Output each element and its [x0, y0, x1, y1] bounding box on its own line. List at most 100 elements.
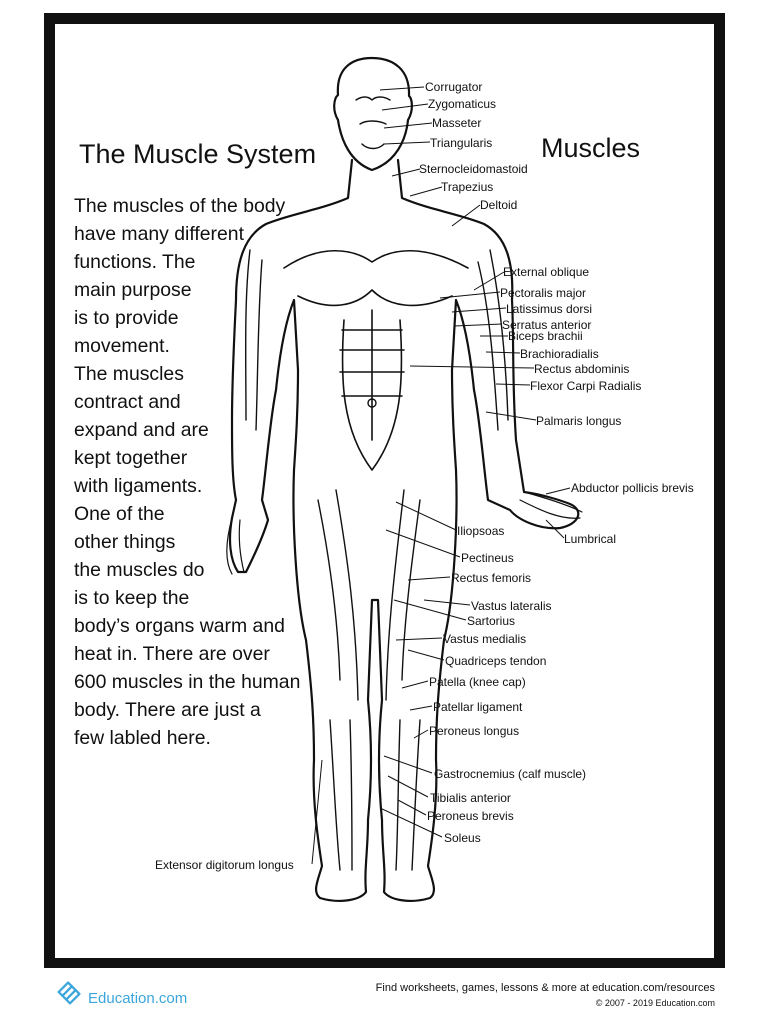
label-lumbrical: Lumbrical — [564, 532, 617, 546]
pectoral-lines — [283, 249, 469, 307]
leader-line — [409, 186, 443, 197]
label-corrugator: Corrugator — [425, 80, 483, 94]
leader-line — [379, 807, 443, 838]
label-soleus: Soleus — [444, 831, 481, 845]
leader-line — [383, 122, 433, 129]
label-palmaris-longus: Palmaris longus — [536, 414, 622, 428]
label-sartorius: Sartorius — [467, 614, 516, 628]
label-gastrocnemius: Gastrocnemius (calf muscle) — [434, 767, 587, 781]
label-external-oblique: External oblique — [503, 265, 590, 279]
label-deltoid: Deltoid — [480, 198, 518, 212]
leader-line — [545, 487, 571, 495]
body-line: expand and are — [74, 419, 209, 441]
leader-line — [545, 519, 565, 539]
label-vastus-medialis: Vastus medialis — [443, 632, 527, 646]
label-vastus-lateralis: Vastus lateralis — [471, 599, 552, 613]
leader-line — [453, 323, 503, 327]
body-line: body. There are just a — [74, 699, 261, 721]
label-patella: Patella (knee cap) — [429, 675, 526, 689]
leader-line — [395, 501, 457, 531]
body-line: heat in. There are over — [74, 643, 270, 665]
page-title: The Muscle System — [79, 139, 317, 169]
leader-line — [391, 168, 421, 177]
label-peroneus-brevis: Peroneus brevis — [427, 809, 514, 823]
body-line: kept together — [74, 447, 188, 469]
leader-line — [407, 576, 451, 581]
leader-line — [485, 351, 521, 354]
body-line: One of the — [74, 503, 165, 525]
label-sternocleidomastoid: Sternocleidomastoid — [419, 162, 528, 176]
label-trapezius: Trapezius — [441, 180, 494, 194]
label-tibialis-anterior: Tibialis anterior — [430, 791, 511, 805]
label-flexor-carpi-radialis: Flexor Carpi Radialis — [530, 379, 642, 393]
label-serratus-anterior: Serratus anterior — [502, 318, 592, 332]
leader-line — [423, 599, 471, 606]
page-content-area — [55, 24, 714, 958]
body-line: is to provide — [74, 307, 179, 329]
leader-line — [379, 86, 425, 91]
label-rectus-femoris: Rectus femoris — [451, 571, 532, 585]
body-line: the muscles do — [74, 559, 205, 581]
label-pectoralis-major: Pectoralis major — [500, 286, 587, 300]
body-line: movement. — [74, 335, 170, 357]
body-line: body’s organs warm and — [74, 615, 285, 637]
leader-line — [393, 599, 467, 621]
leader-line — [451, 204, 481, 227]
leader-line — [385, 529, 461, 558]
label-extensor-digitorum-longus: Extensor digitorum longus — [155, 858, 294, 872]
muscles-heading: Muscles — [541, 133, 641, 163]
body-line: is to keep the — [74, 587, 190, 609]
label-biceps-brachii: Biceps brachii — [508, 329, 583, 343]
leader-line — [383, 141, 431, 145]
hand-left — [519, 491, 583, 519]
brand-name: Education.com — [88, 990, 188, 1007]
label-patellar-ligament: Patellar ligament — [433, 700, 523, 714]
face-lines — [355, 96, 391, 150]
body-line: The muscles of the body — [74, 195, 286, 217]
label-brachioradialis: Brachioradialis — [520, 347, 599, 361]
leader-line — [473, 271, 505, 291]
label-zygomaticus: Zygomaticus — [428, 97, 497, 111]
body-line: The muscles — [74, 363, 184, 385]
leader-line — [439, 291, 501, 299]
body-line: have many different — [74, 223, 244, 245]
body-line: contract and — [74, 391, 181, 413]
leader-line — [311, 759, 323, 865]
label-abductor-pollicis-brevis: Abductor pollicis brevis — [571, 481, 694, 495]
label-pectineus: Pectineus — [461, 551, 514, 565]
arm-lines — [244, 249, 509, 431]
leader-line — [413, 729, 429, 739]
leg-lines — [317, 489, 421, 871]
body-line: few labled here. — [74, 727, 211, 749]
leader-line — [401, 680, 429, 689]
label-iliopsoas: Iliopsoas — [457, 524, 505, 538]
torso-outline — [228, 158, 580, 902]
navel — [367, 398, 377, 408]
body-line: other things — [74, 531, 176, 553]
leader-line — [383, 755, 433, 774]
body-line: functions. The — [74, 251, 196, 273]
leader-line — [407, 649, 445, 661]
label-quadriceps-tendon: Quadriceps tendon — [445, 654, 547, 668]
leader-line — [397, 799, 427, 816]
footer-resources-note: Find worksheets, games, lessons & more a… — [375, 982, 715, 994]
hand-right — [226, 517, 245, 575]
abdominal-lines — [339, 309, 405, 471]
label-triangularis: Triangularis — [430, 136, 493, 150]
label-rectus-abdominis: Rectus abdominis — [534, 362, 630, 376]
label-peroneus-longus: Peroneus longus — [429, 724, 520, 738]
body-line: main purpose — [74, 279, 192, 301]
leader-line — [381, 103, 429, 111]
leader-line — [451, 307, 507, 313]
education-logo-icon — [57, 981, 81, 1005]
footer-copyright: © 2007 - 2019 Education.com — [595, 998, 715, 1008]
leader-line — [387, 775, 429, 798]
head-outline — [333, 56, 413, 172]
leader-line — [409, 365, 535, 369]
body-paragraph: The muscles of the body have many differ… — [74, 192, 324, 752]
body-line: 600 muscles in the human — [74, 671, 301, 693]
leader-line — [409, 705, 433, 711]
leader-line — [485, 411, 537, 421]
label-latissimus-dorsi: Latissimus dorsi — [506, 302, 593, 316]
